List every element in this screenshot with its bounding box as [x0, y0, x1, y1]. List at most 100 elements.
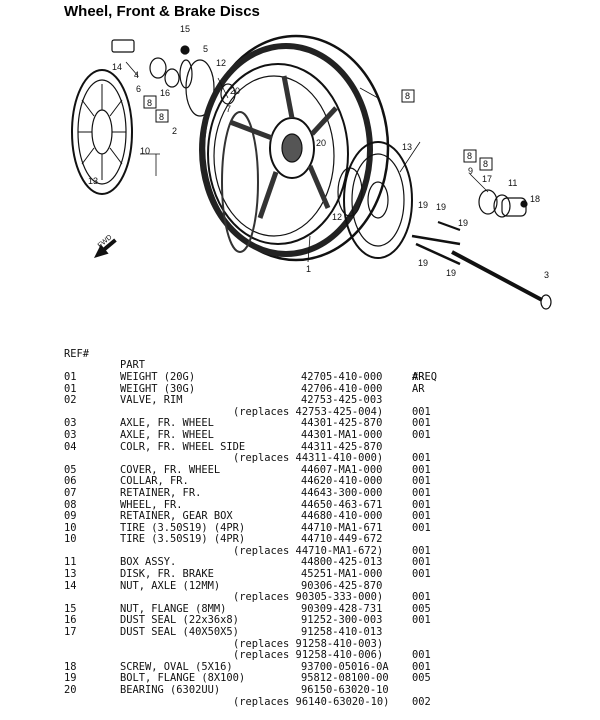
ref-number: 03: [64, 428, 77, 441]
table-row: 17 DUST SEAL (40X50X5) 91258-410-013: [64, 626, 382, 639]
part-number: 44301-MA1-000: [301, 428, 383, 441]
part-number: 95812-08100-00: [301, 672, 389, 685]
required-qty: 001: [412, 463, 431, 476]
replaces-note: (replaces 44311-410-000): [233, 452, 384, 465]
replaces-note: (replaces 90305-333-000): [233, 591, 384, 604]
required-qty: 001: [412, 568, 431, 581]
part-number: 91252-300-003: [301, 614, 383, 627]
part-number: 44710-449-672: [301, 533, 383, 546]
diagram-callout: 19: [458, 218, 468, 228]
part-number: 91258-410-013: [301, 626, 383, 639]
part-number: 44680-410-000: [301, 510, 383, 523]
diagram-callout: 6: [136, 84, 141, 94]
diagram-callout: 20: [316, 138, 326, 148]
required-qty: 001: [412, 556, 431, 569]
header-part: PART: [120, 359, 146, 372]
diagram-callout: 8: [159, 112, 164, 122]
required-qty: 005: [412, 602, 431, 615]
table-row: 19 BOLT, FLANGE (8X100) 95812-08100-00 005: [64, 672, 431, 685]
part-description: COLLAR, FR.: [120, 475, 189, 488]
part-description: RETAINER, FR.: [120, 486, 202, 499]
required-qty: 001: [412, 475, 431, 488]
table-row-replaces: (replaces 96140-63020-10)002: [64, 696, 431, 709]
diagram-callout: 5: [203, 44, 208, 54]
diagram-callout: 8: [467, 151, 472, 161]
required-qty: 001: [412, 544, 431, 557]
part-description: VALVE, RIM: [120, 394, 183, 407]
part-description: DUST SEAL (40X50X5): [120, 626, 239, 639]
ref-number: 13: [64, 568, 77, 581]
ref-number: 11: [64, 556, 77, 569]
required-qty: AR: [412, 382, 425, 395]
gear-box: [478, 189, 528, 218]
required-qty: 001: [412, 591, 431, 604]
diagram-callout: 19: [418, 258, 428, 268]
ref-number: 03: [64, 417, 77, 430]
table-row-replaces: (replaces 91258-410-003): [64, 638, 383, 651]
diagram-callout: 9: [468, 166, 473, 176]
diagram-callout: 13: [88, 176, 98, 186]
diagram-callout: 12: [216, 58, 226, 68]
left-brake-disc: [71, 69, 133, 195]
axle-nut-parts: [111, 39, 236, 117]
diagram-callout: 8: [483, 159, 488, 169]
diagram-callout: 19: [436, 202, 446, 212]
table-row-replaces: (replaces 44311-410-000)001: [64, 453, 431, 465]
ref-number: 19: [64, 672, 77, 685]
part-description: NUT, AXLE (12MM): [120, 579, 221, 592]
part-number: 44301-425-870: [301, 417, 383, 430]
diagram-callout: 1: [306, 264, 311, 274]
part-number: 44800-425-013: [301, 556, 383, 569]
required-qty: 001: [412, 660, 431, 673]
diagram-callout: 14: [112, 62, 122, 72]
required-qty: 005: [412, 672, 431, 685]
ref-number: 18: [64, 660, 77, 673]
exploded-parts-diagram: 15 14 4 5 12 6 16 8 20 8 7 2 10 20 13 13…: [71, 24, 552, 310]
part-description: COVER, FR. WHEEL: [120, 463, 221, 476]
required-qty: 001: [412, 649, 431, 662]
header-ref: REF#: [64, 347, 90, 360]
part-description: NUT, FLANGE (8MM): [120, 602, 227, 615]
axle-shaft: [411, 221, 552, 310]
ref-number: 09: [64, 510, 77, 523]
right-brake-disc: [337, 141, 413, 259]
ref-number: 14: [64, 579, 77, 592]
diagram-callout: 8: [147, 98, 152, 108]
part-number: 44710-MA1-671: [301, 521, 383, 534]
required-qty: AR: [412, 370, 425, 383]
part-description: BEARING (6302UU): [120, 684, 221, 696]
part-number: 42706-410-000: [301, 382, 383, 395]
part-description: BOX ASSY.: [120, 556, 177, 569]
replaces-note: (replaces 44710-MA1-672): [233, 544, 384, 557]
table-row-replaces: (replaces 91258-410-006)001: [64, 650, 431, 662]
header-req: #REQ: [412, 370, 438, 383]
table-row-replaces: (replaces 42753-425-004)001: [64, 406, 431, 419]
front-wheel-and-tire: [199, 34, 390, 262]
ref-number: 17: [64, 626, 77, 639]
part-description: BOLT, FLANGE (8X100): [120, 672, 246, 685]
diagram-callout: 19: [418, 200, 428, 210]
part-description: WEIGHT (20G): [120, 370, 196, 383]
part-number: 44620-410-000: [301, 475, 383, 488]
required-qty: 001: [412, 417, 431, 430]
part-number: 42705-410-000: [301, 370, 383, 383]
part-description: DISK, FR. BRAKE: [120, 568, 214, 581]
ref-number: 16: [64, 614, 77, 627]
ref-number: 07: [64, 486, 77, 499]
ref-number: 15: [64, 602, 77, 615]
required-qty: 001: [412, 521, 431, 534]
part-description: AXLE, FR. WHEEL: [120, 428, 214, 441]
diagram-callout: 8: [405, 91, 410, 101]
diagram-callout: 4: [134, 70, 139, 80]
diagram-callout: 19: [446, 268, 456, 278]
